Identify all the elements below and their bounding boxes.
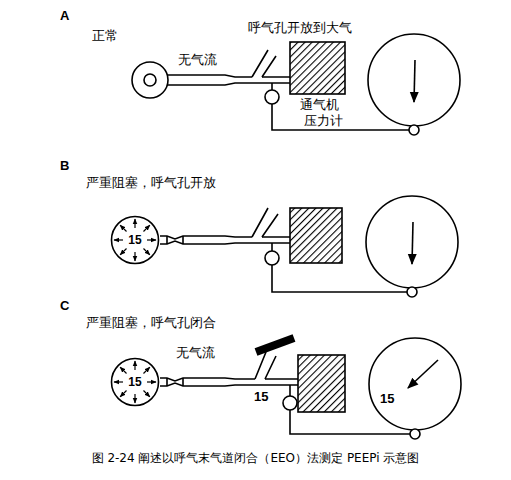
alveolus-core (144, 74, 156, 86)
pressure-gauge (366, 196, 458, 288)
gauge-port (410, 429, 420, 439)
ventilator-box (290, 208, 342, 263)
flow-note: 无气流 (176, 345, 215, 361)
pressure-line (272, 104, 409, 130)
panel-title: 严重阻塞，呼气孔开放 (86, 175, 216, 191)
pressure-value: 15 (254, 389, 268, 405)
port-label: 呼气孔开放到大气 (248, 20, 352, 36)
alveolus-node: 15 (110, 215, 160, 265)
alveolus (132, 62, 168, 98)
exhalation-port (252, 50, 276, 77)
gauge-label: 压力计 (304, 113, 343, 129)
pressure-gauge (369, 338, 461, 430)
ventilator-box (290, 42, 345, 94)
transducer (283, 396, 297, 410)
panel-letter: A (60, 8, 69, 24)
ventilator-label: 通气机 (300, 97, 339, 113)
pressure-gauge (368, 34, 460, 126)
gauge-port (409, 125, 419, 135)
gauge-needle (408, 360, 438, 388)
transducer-stem (289, 385, 291, 396)
pressure-line (272, 265, 407, 292)
obstruction (167, 236, 183, 244)
panel-title: 正常 (92, 28, 118, 44)
panel-title: 严重阻塞，呼气孔闭合 (86, 315, 216, 331)
transducer (265, 90, 279, 104)
transducer (265, 251, 279, 265)
pressure-value: 15 (127, 376, 142, 388)
panel-letter: C (60, 298, 69, 314)
exhalation-port (255, 352, 276, 379)
pressure-line (290, 410, 410, 434)
port-cap (256, 338, 294, 352)
panel-letter: B (60, 158, 69, 174)
obstruction (167, 378, 183, 386)
transducer-stem (271, 243, 273, 251)
flow-note: 无气流 (178, 52, 217, 68)
ventilator-box (298, 355, 345, 412)
pressure-value: 15 (127, 234, 142, 246)
gauge-needle (414, 60, 415, 102)
pressure-value: 15 (380, 391, 394, 407)
alveolus-node: 15 (110, 357, 160, 407)
airway-tube (160, 378, 298, 386)
gauge-port (407, 287, 417, 297)
figure-caption: 图 2-24 阐述以呼气末气道闭合（EEO）法测定 PEEPi 示意图 (92, 450, 420, 467)
transducer-stem (271, 83, 273, 90)
airway-tube (160, 236, 290, 244)
gauge-needle (412, 222, 413, 264)
exhalation-port (252, 208, 278, 237)
